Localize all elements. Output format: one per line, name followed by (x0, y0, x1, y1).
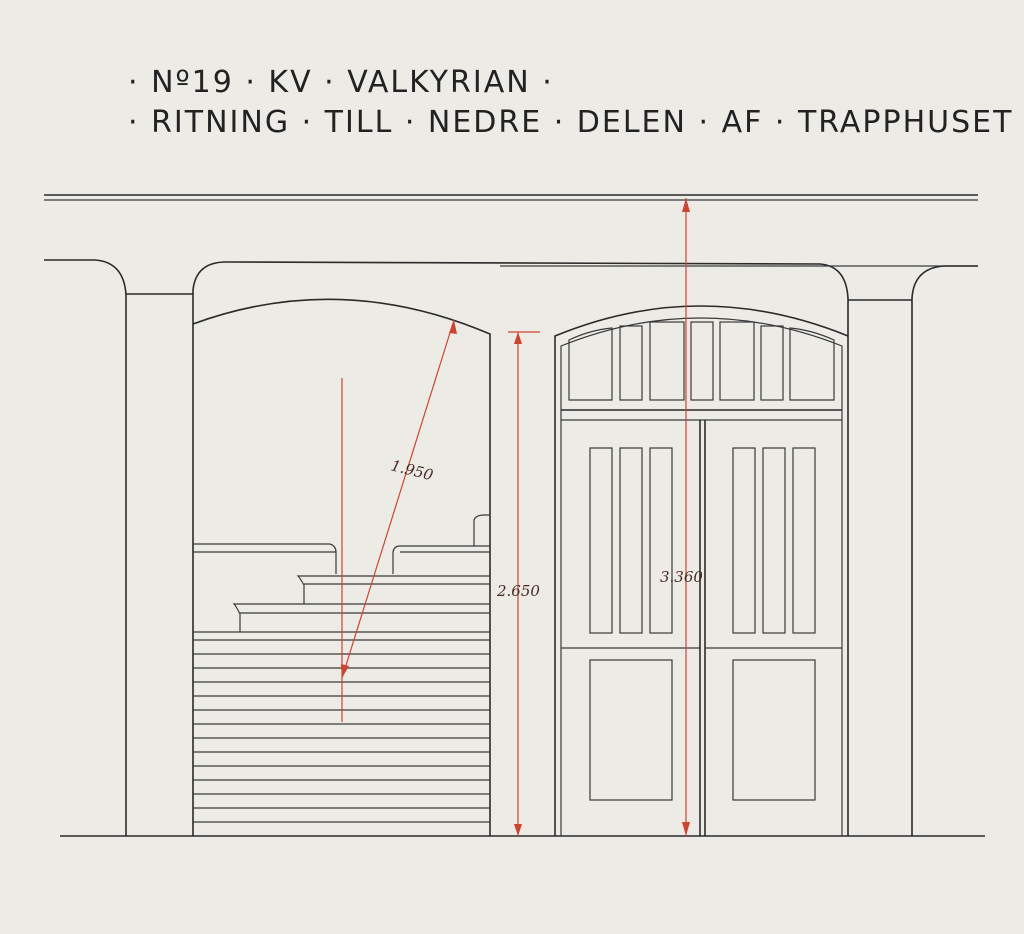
double-door (554, 305, 849, 836)
left-column (44, 259, 127, 836)
right-leaf-glass (762, 447, 786, 634)
dimension-opening-height: 2.650 (496, 331, 540, 836)
transom-pane (568, 327, 613, 401)
door-frame-outer (554, 305, 849, 836)
ceiling-arrow-down-icon (682, 822, 690, 836)
transom-pane (619, 325, 643, 401)
transom-pane (760, 325, 784, 401)
transom-pane (649, 321, 685, 401)
right-leaf-glass (792, 447, 816, 634)
title-line-1: · Nº19 · KV · VALKYRIAN · (128, 65, 554, 100)
door-frame-inner (560, 317, 843, 836)
left-leaf-glass (619, 447, 643, 634)
transom-lights (568, 321, 835, 401)
stair-step (296, 575, 490, 604)
stair-step (392, 545, 490, 574)
arch-radius-label: 1.950 (389, 456, 435, 484)
radius-line (341, 319, 455, 679)
opening-height-label: 2.650 (496, 582, 540, 600)
title-line-2: · RITNING · TILL · NEDRE · DELEN · AF · … (128, 105, 1024, 140)
transom-pane (789, 327, 835, 401)
transom-pane (719, 321, 755, 401)
left-leaf-glass (649, 447, 673, 634)
left-leaf-panel (589, 659, 673, 801)
right-leaf-glass (732, 447, 756, 634)
dimension-arch-radius: 1.950 (341, 319, 457, 722)
right-leaf-panel (732, 659, 816, 801)
radius-arrow-icon (449, 320, 457, 334)
right-column (911, 265, 978, 836)
opening-arrow-up-icon (514, 332, 522, 344)
stair-step (473, 514, 490, 546)
dimension-ceiling-height: 3.360 (660, 198, 703, 836)
transom-pane (690, 321, 714, 401)
central-bay-frame (192, 261, 849, 836)
opening-arrow-down-icon (514, 824, 522, 836)
stair-step (232, 603, 490, 632)
stair-opening-arch (192, 298, 491, 836)
ceiling-height-label: 3.360 (660, 568, 703, 586)
stair-step (193, 543, 337, 574)
radius-arrow-icon (341, 664, 349, 678)
left-leaf-glass (589, 447, 613, 634)
ceiling-arrow-up-icon (682, 198, 690, 212)
